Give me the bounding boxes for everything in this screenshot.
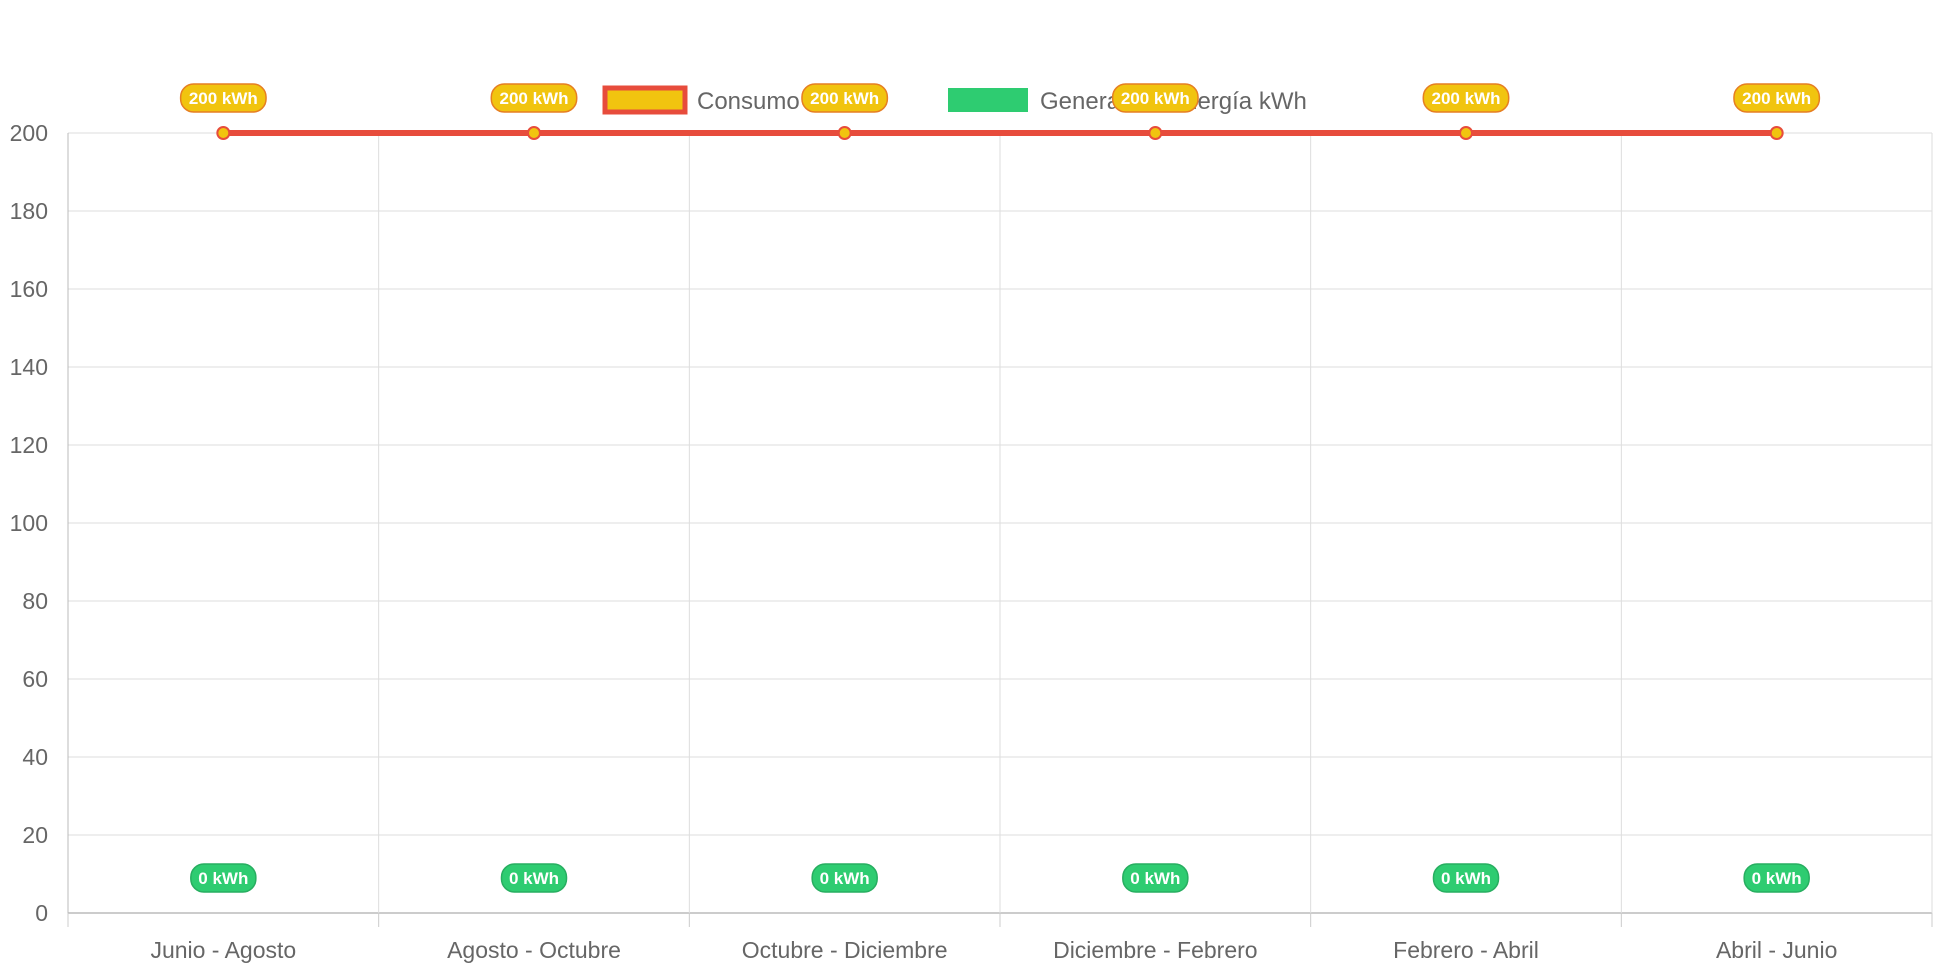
data-label-generacion: 0 kWh [190, 863, 257, 893]
data-label-consumo-text: 200 kWh [1432, 89, 1501, 108]
data-label-generacion-bg [500, 863, 568, 893]
y-tick-label: 0 [35, 900, 48, 926]
y-tick-label: 180 [10, 198, 48, 224]
y-tick-label: 60 [22, 666, 48, 692]
series [216, 126, 1784, 140]
y-tick-label: 200 [10, 120, 48, 146]
data-label-generacion: 0 kWh [1743, 863, 1810, 893]
data-label-generacion-text: 0 kWh [198, 869, 248, 888]
data-label-consumo-text: 200 kWh [1742, 89, 1811, 108]
grid [67, 132, 1933, 927]
data-label-consumo: 200 kWh [1111, 83, 1199, 113]
x-tick-label: Octubre - Diciembre [742, 937, 948, 963]
x-tick-label: Agosto - Octubre [447, 937, 621, 963]
data-point-consumo [216, 126, 231, 140]
data-label-consumo-text: 200 kWh [500, 89, 569, 108]
y-axis: 0 20 40 60 80 100 120 140 160 180 200 [10, 120, 48, 926]
data-label-consumo: 200 kWh [1422, 83, 1510, 113]
data-label-consumo: 200 kWh [490, 83, 578, 113]
data-label-consumo: 200 kWh [1733, 83, 1821, 113]
data-label-generacion-text: 0 kWh [820, 869, 870, 888]
data-label-generacion-text: 0 kWh [1752, 869, 1802, 888]
data-label-generacion-bg [1743, 863, 1810, 893]
data-label-generacion-bg [190, 863, 257, 893]
y-tick-label: 100 [10, 510, 48, 536]
legend-swatch-generacion [948, 88, 1028, 112]
data-label-generacion-bg [1432, 863, 1500, 893]
data-label-generacion-bg [811, 863, 878, 893]
y-tick-label: 40 [22, 744, 48, 770]
data-label-generacion: 0 kWh [1122, 863, 1189, 893]
data-label-generacion-text: 0 kWh [1130, 869, 1180, 888]
x-tick-label: Diciembre - Febrero [1053, 937, 1258, 963]
data-label-consumo-bg [1422, 83, 1510, 113]
data-label-consumo: 200 kWh [179, 83, 267, 113]
data-label-consumo-bg [1733, 83, 1821, 113]
data-label-consumo: 200 kWh [801, 83, 889, 113]
data-label-consumo-text: 200 kWh [810, 89, 879, 108]
data-label-consumo-bg [179, 83, 267, 113]
x-tick-label: Junio - Agosto [150, 937, 296, 963]
data-point-consumo [527, 126, 541, 140]
data-label-consumo-text: 200 kWh [1121, 89, 1190, 108]
data-label-consumo-bg [490, 83, 578, 113]
data-labels: 200 kWh 200 kWh 200 kWh 200 kWh 200 kWh 200 k… [179, 83, 1821, 893]
data-label-consumo-text: 200 kWh [189, 89, 258, 108]
data-label-consumo-bg [1111, 83, 1199, 113]
data-label-generacion: 0 kWh [500, 863, 568, 893]
data-point-consumo [1769, 126, 1784, 140]
legend-swatch-consumo [602, 85, 688, 115]
data-label-generacion: 0 kWh [1432, 863, 1500, 893]
data-point-consumo [1148, 126, 1163, 140]
y-tick-label: 120 [10, 432, 48, 458]
data-label-consumo-bg [801, 83, 889, 113]
y-tick-label: 80 [22, 588, 48, 614]
x-tick-label: Febrero - Abril [1393, 937, 1539, 963]
y-tick-label: 160 [10, 276, 48, 302]
data-label-generacion-text: 0 kWh [509, 869, 559, 888]
x-axis: Junio - Agosto Agosto - Octubre Octubre - … [150, 937, 1837, 963]
data-label-generacion: 0 kWh [811, 863, 878, 893]
data-point-consumo [837, 126, 852, 140]
y-tick-label: 140 [10, 354, 48, 380]
y-tick-label: 20 [22, 822, 48, 848]
data-label-generacion-bg [1122, 863, 1189, 893]
x-tick-label: Abril - Junio [1716, 937, 1837, 963]
data-point-consumo [1459, 126, 1473, 140]
data-label-generacion-text: 0 kWh [1441, 869, 1491, 888]
